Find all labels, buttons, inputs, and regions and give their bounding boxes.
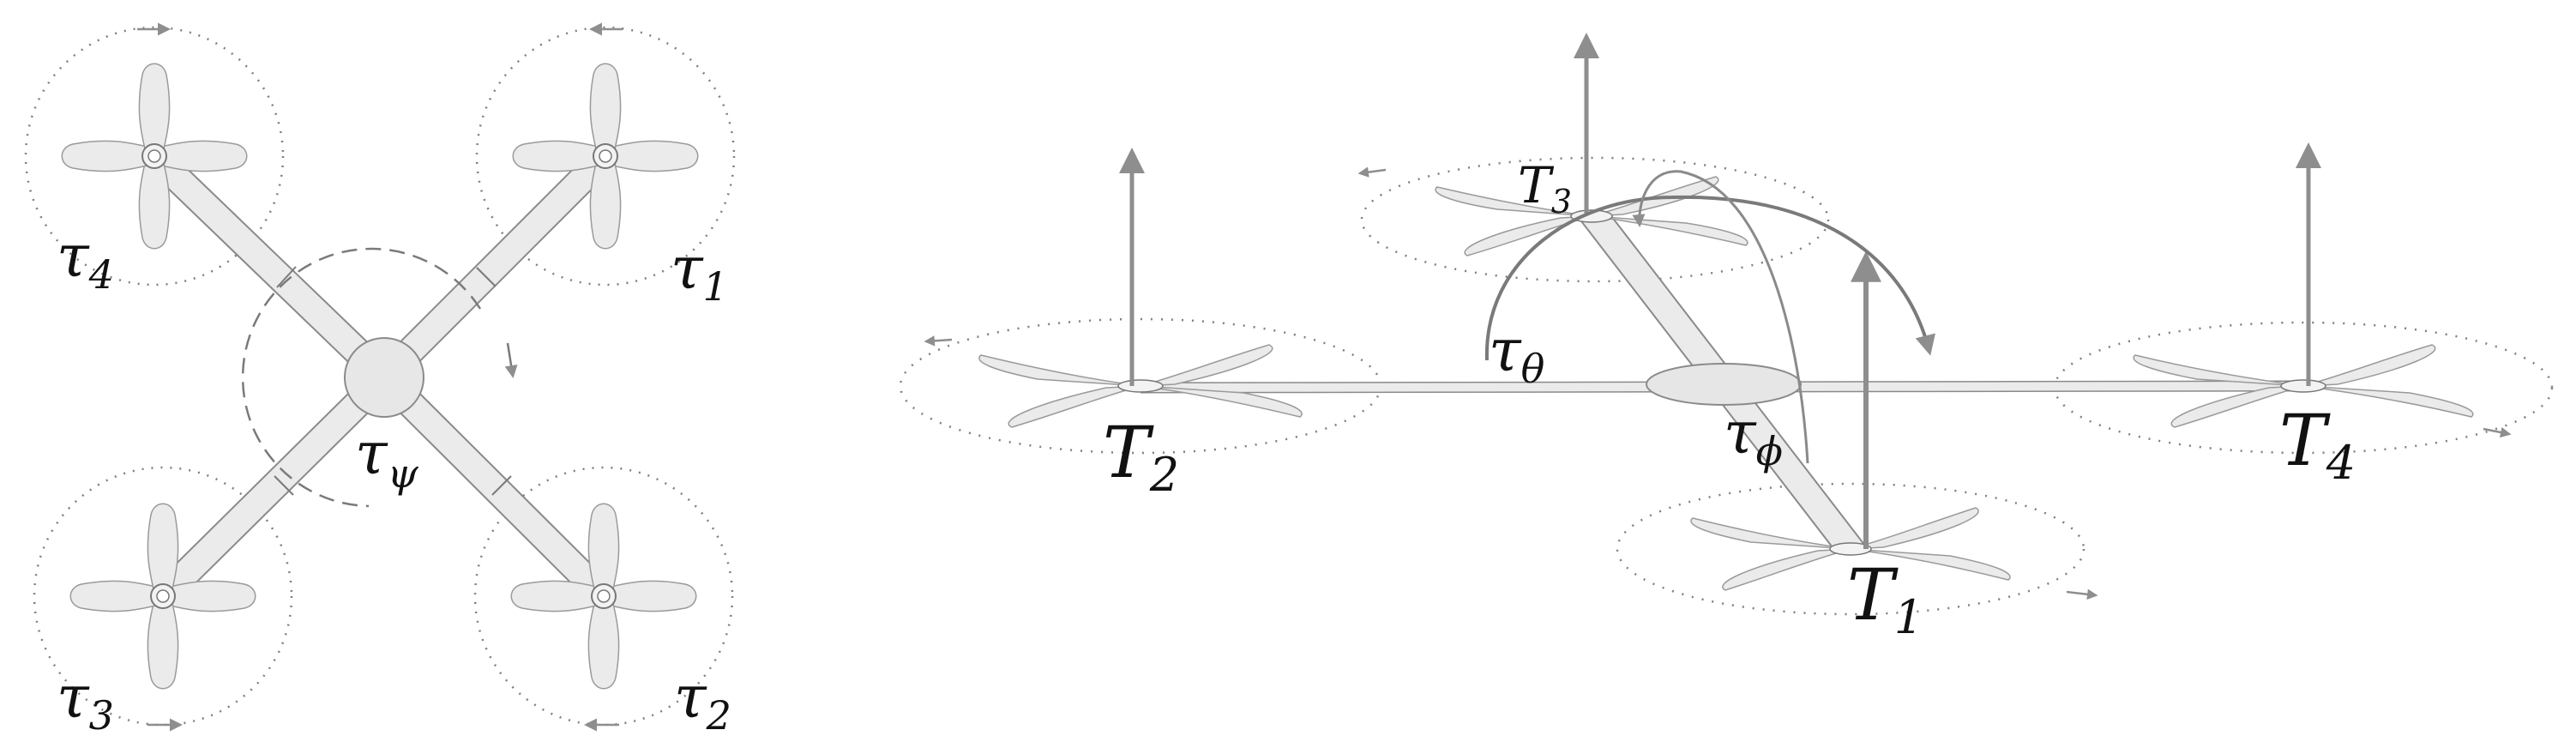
yaw-arc bbox=[241, 247, 482, 508]
rotor-circle-3 bbox=[33, 466, 293, 727]
rotor-circle-1 bbox=[475, 26, 736, 287]
spin-arrow-T3-icon bbox=[1357, 166, 1387, 178]
label-tau-psi: τψ bbox=[355, 420, 419, 497]
label-tau-phi: τϕ bbox=[1724, 400, 1783, 474]
label-tau-1: τ1 bbox=[671, 235, 728, 310]
label-tau-3: τ3 bbox=[57, 664, 114, 739]
label-tau-theta: τθ bbox=[1489, 317, 1544, 392]
label-T1: T1 bbox=[1847, 555, 1923, 644]
yaw-arrow-icon bbox=[504, 342, 518, 378]
central-hub bbox=[344, 337, 424, 418]
propeller-1 bbox=[512, 63, 699, 250]
label-T2: T2 bbox=[1103, 413, 1179, 502]
rotor-circle-4 bbox=[24, 26, 285, 287]
propeller-3 bbox=[69, 503, 256, 690]
propeller-T2 bbox=[978, 344, 1303, 428]
label-tau-4: τ4 bbox=[57, 223, 114, 298]
spin-arrow-T1-icon bbox=[2066, 588, 2098, 600]
rotor-circle-2 bbox=[473, 466, 734, 727]
top-view: τ4 τ1 τ3 τ2 τψ bbox=[24, 22, 736, 739]
propeller-T4 bbox=[2133, 344, 2474, 428]
roll-torque-arc bbox=[1632, 170, 1809, 464]
spin-arrow-T2-icon bbox=[924, 335, 953, 347]
perspective-view: T2 T3 T4 T1 τθ τϕ bbox=[899, 33, 2554, 644]
central-body bbox=[1646, 363, 1802, 406]
pitch-torque-arc bbox=[1484, 195, 1935, 361]
label-T3: T3 bbox=[1518, 156, 1572, 220]
label-tau-2: τ2 bbox=[674, 664, 731, 739]
propeller-2 bbox=[510, 503, 697, 690]
label-T4: T4 bbox=[2279, 401, 2356, 490]
rotor-ellipse-3 bbox=[1360, 156, 1830, 283]
propeller-T1 bbox=[1690, 507, 2011, 591]
rotor-ellipse-1 bbox=[1616, 482, 2085, 616]
spin-arrow-T4-icon bbox=[2483, 426, 2512, 438]
propeller-T3 bbox=[1435, 176, 1748, 256]
propeller-4 bbox=[61, 63, 248, 250]
